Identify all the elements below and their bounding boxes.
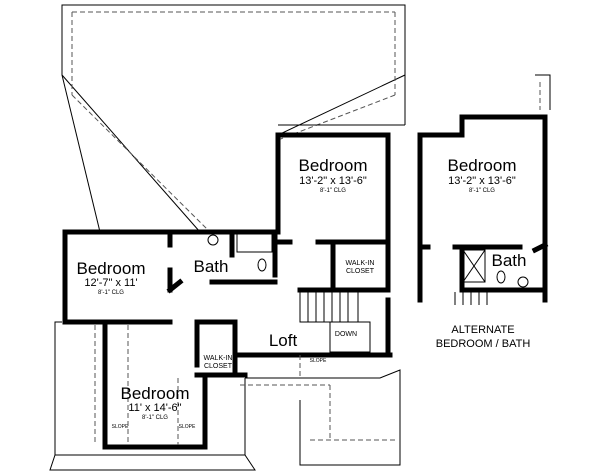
room-name: Bedroom	[448, 156, 517, 175]
toilet-icon	[496, 270, 506, 284]
alternate-caption: ALTERNATE	[451, 324, 514, 336]
closet-label: WALK-IN	[346, 260, 375, 267]
room-loft: Loft	[269, 331, 298, 350]
alternate-bath: Bath	[492, 251, 527, 270]
room-bath: Bath	[194, 257, 229, 276]
closet-label: CLOSET	[204, 363, 233, 370]
room-size: 11' x 14'-6"	[128, 402, 181, 414]
room-size: 13'-2" x 13'-6"	[448, 175, 516, 187]
walk-in-closet-top: WALK-IN CLOSET	[346, 260, 375, 275]
walk-in-closet-bottom: WALK-IN CLOSET	[204, 355, 233, 370]
sink-icon	[517, 276, 529, 288]
shower-icon	[462, 249, 486, 283]
room-name: Bedroom	[77, 259, 146, 278]
slope-label: SLOPE	[179, 424, 196, 430]
slope-label: SLOPE	[112, 424, 129, 430]
closet-label: CLOSET	[346, 268, 375, 275]
sink-icon	[207, 234, 219, 246]
room-size: 12'-7" x 11'	[84, 277, 137, 289]
stairs-down-label: DOWN	[335, 331, 357, 338]
alternate-caption: BEDROOM / BATH	[436, 338, 531, 350]
room-name: Bedroom	[121, 384, 190, 403]
slope-label: SLOPE	[310, 358, 327, 364]
room-left-bedroom: Bedroom 12'-7" x 11' 8'-1" CLG	[77, 259, 146, 296]
fixtures	[207, 233, 529, 288]
stairs	[299, 291, 488, 353]
toilet-icon	[257, 258, 267, 272]
eaves	[49, 321, 401, 471]
ceiling-height: 8'-1" CLG	[142, 415, 168, 421]
room-bottom-bedroom: Bedroom 11' x 14'-6" 8'-1" CLG	[121, 384, 190, 421]
ceiling-height: 8'-1" CLG	[98, 290, 124, 296]
room-top-bedroom: Bedroom 13'-2" x 13'-6" 8'-1" CLG	[299, 156, 368, 194]
alternate-bedroom: Bedroom 13'-2" x 13'-6" 8'-1" CLG	[448, 156, 517, 194]
closet-label: WALK-IN	[204, 355, 233, 362]
ceiling-height: 8'-1" CLG	[469, 188, 495, 194]
ceiling-height: 8'-1" CLG	[320, 188, 346, 194]
room-name: Bedroom	[299, 156, 368, 175]
bathtub-icon	[236, 233, 273, 253]
walls	[62, 114, 549, 450]
room-size: 13'-2" x 13'-6"	[299, 175, 367, 187]
